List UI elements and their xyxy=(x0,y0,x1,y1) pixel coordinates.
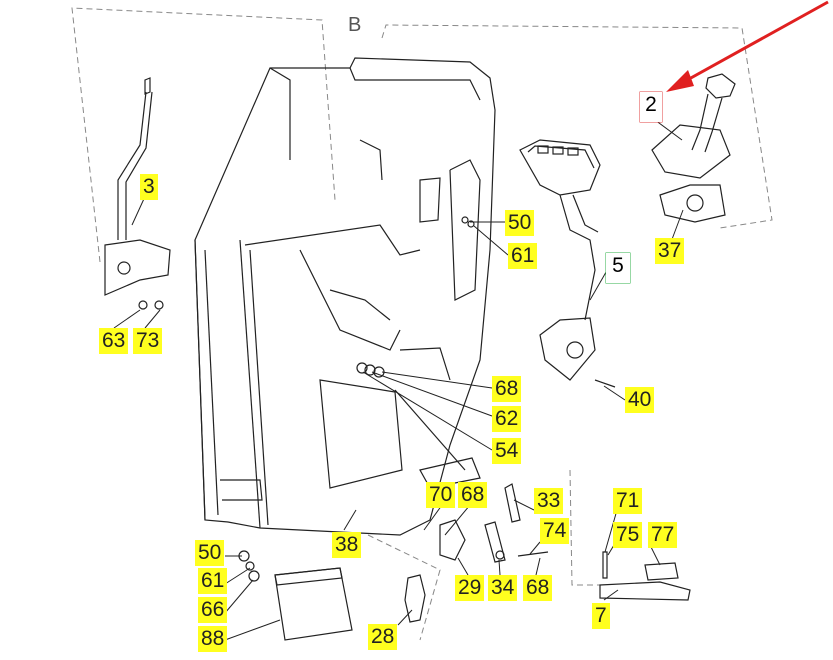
callout-34: 34 xyxy=(488,575,518,601)
callout-71: 71 xyxy=(613,488,643,514)
callout-2: 2 xyxy=(640,92,662,122)
callout-38: 38 xyxy=(332,532,362,558)
callout-29: 29 xyxy=(455,575,485,601)
lower-parts xyxy=(238,216,691,641)
callout-3: 3 xyxy=(140,174,158,200)
callout-33: 33 xyxy=(534,488,564,514)
main-frame xyxy=(194,57,496,536)
callout-40: 40 xyxy=(625,387,655,413)
callout-75: 75 xyxy=(613,522,643,548)
callout-70: 70 xyxy=(426,482,456,508)
view-letter: B xyxy=(348,14,362,36)
callout-61: 61 xyxy=(508,243,538,269)
red-arrow xyxy=(666,0,829,92)
callout-28: 28 xyxy=(368,624,398,650)
callout-50: 50 xyxy=(505,210,535,236)
callout-5: 5 xyxy=(606,253,630,283)
callout-37: 37 xyxy=(655,238,685,264)
shifter-part xyxy=(651,73,736,223)
callout-73: 73 xyxy=(133,328,163,354)
callout-68-lower: 68 xyxy=(523,575,553,601)
group-boundaries xyxy=(71,7,773,641)
left-lever-part xyxy=(104,77,171,310)
callout-66: 66 xyxy=(198,597,228,623)
callout-88: 88 xyxy=(198,626,228,652)
leader-lines xyxy=(113,119,684,641)
callout-61-lower: 61 xyxy=(198,568,228,594)
callout-68-middle: 68 xyxy=(458,482,488,508)
callout-50-lower: 50 xyxy=(195,540,225,566)
joystick-part xyxy=(519,139,616,388)
callout-7: 7 xyxy=(592,603,610,629)
callout-63: 63 xyxy=(99,328,129,354)
callout-77: 77 xyxy=(648,522,678,548)
callout-62: 62 xyxy=(492,406,522,432)
callout-54: 54 xyxy=(492,438,522,464)
callout-68-upper: 68 xyxy=(492,376,522,402)
callout-74: 74 xyxy=(540,518,570,544)
